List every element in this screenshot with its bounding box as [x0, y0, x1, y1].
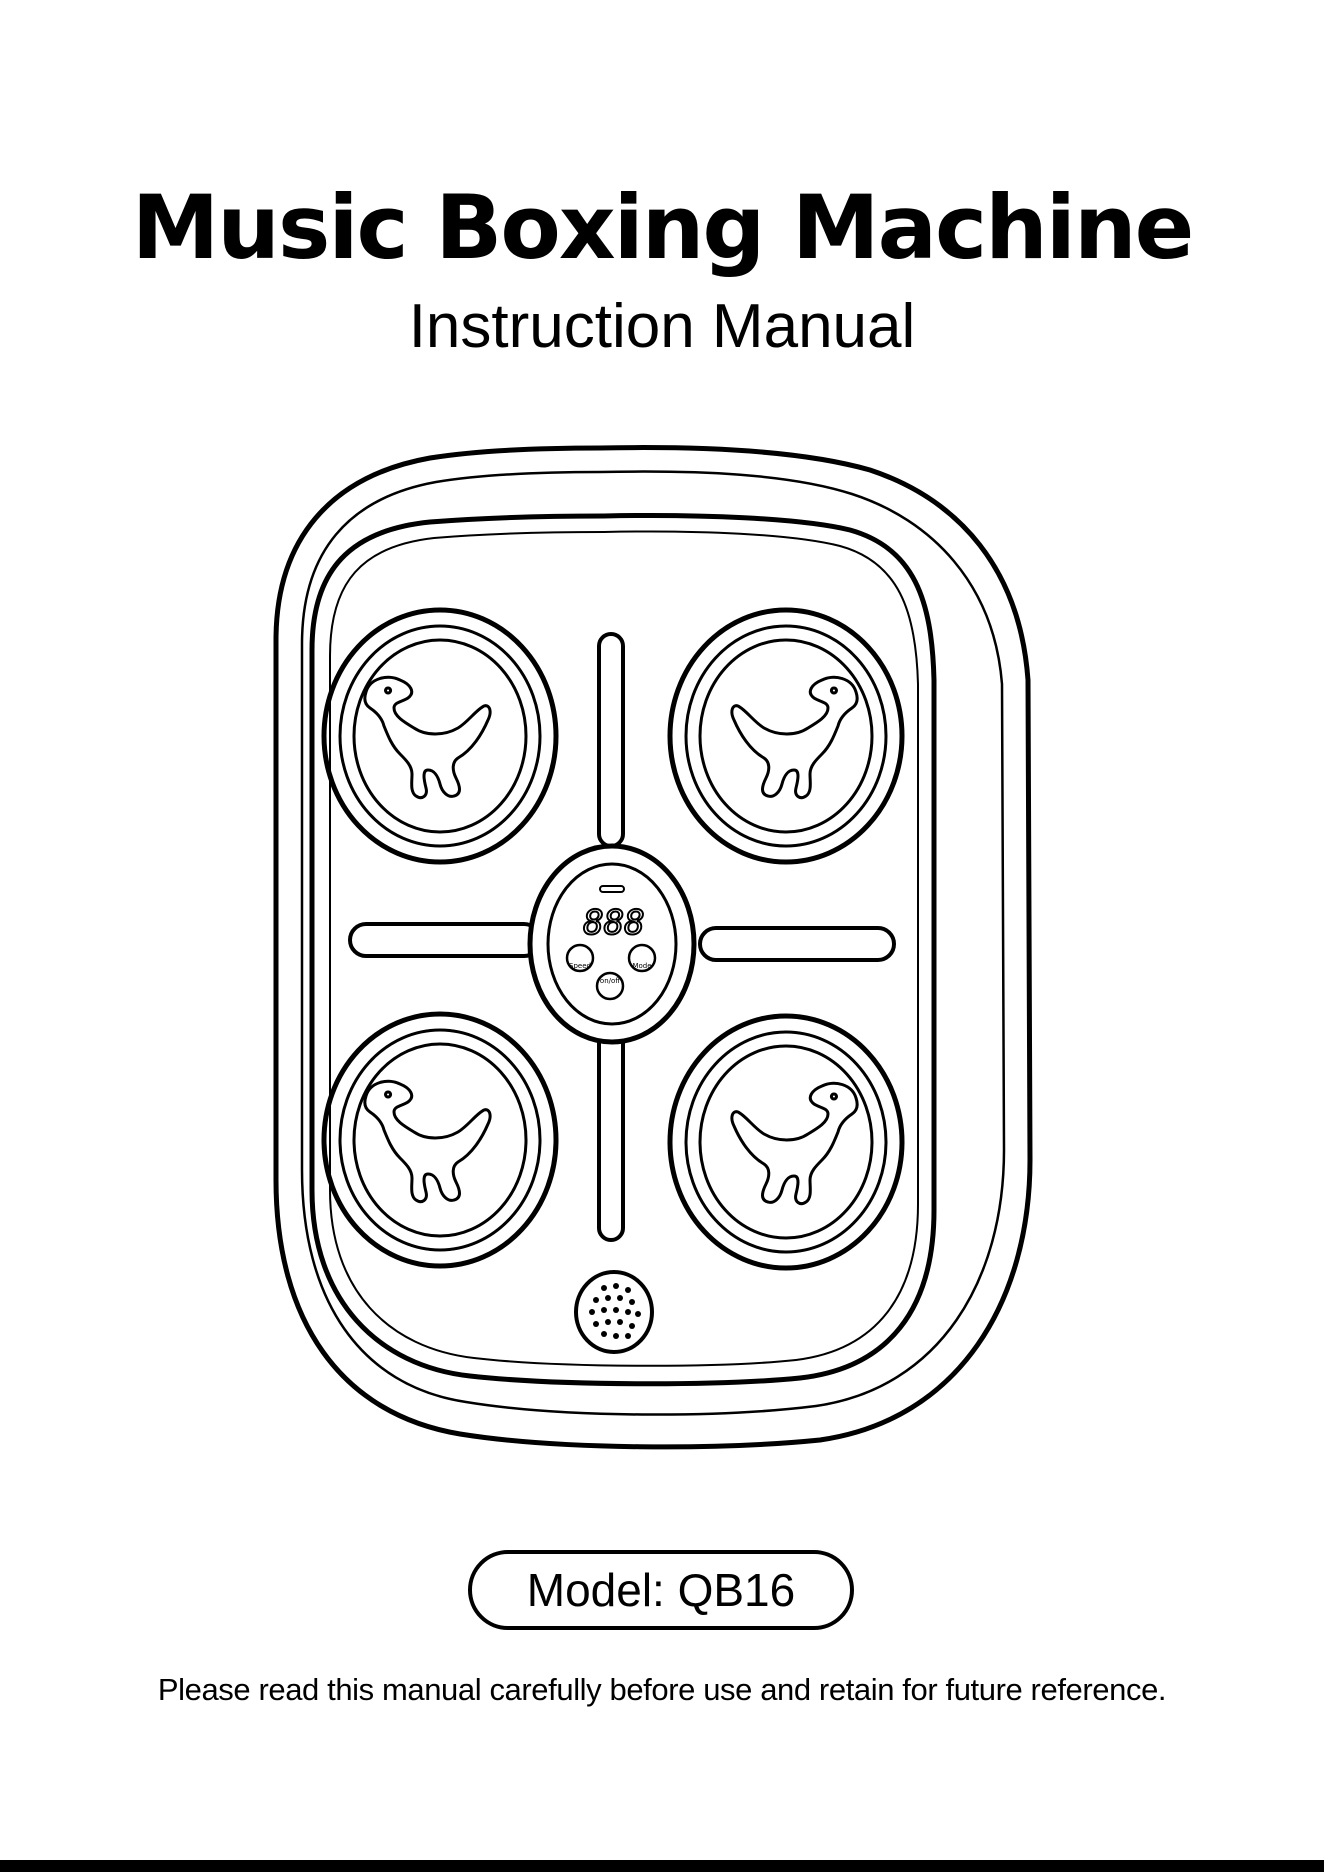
- model-label: Model: QB16: [527, 1563, 795, 1617]
- vertical-slot-bottom: [599, 1014, 623, 1240]
- horizontal-slot-left: [350, 924, 540, 956]
- digital-display: 888: [583, 903, 644, 943]
- horizontal-slot-right: [700, 928, 894, 960]
- punch-pad-bottom-right: [670, 1016, 902, 1268]
- svg-text:on/off: on/off: [600, 977, 620, 985]
- boxing-machine-illustration: 888 Speed Mode on/off: [262, 440, 1052, 1450]
- svg-text:Speed: Speed: [569, 962, 591, 970]
- document-subtitle: Instruction Manual: [0, 292, 1324, 362]
- document-title: Music Boxing Machine: [0, 178, 1324, 278]
- model-badge: Model: QB16: [468, 1550, 854, 1630]
- usage-notice: Please read this manual carefully before…: [0, 1670, 1324, 1710]
- control-panel: 888 Speed Mode on/off: [530, 846, 694, 1042]
- punch-pad-top-left: [324, 610, 556, 862]
- svg-text:Mode: Mode: [632, 962, 651, 970]
- punch-pad-bottom-left: [324, 1014, 556, 1266]
- speaker-grille: [576, 1272, 652, 1352]
- bottom-rule: [0, 1860, 1324, 1872]
- vertical-slot-top: [599, 634, 623, 846]
- punch-pad-top-right: [670, 610, 902, 862]
